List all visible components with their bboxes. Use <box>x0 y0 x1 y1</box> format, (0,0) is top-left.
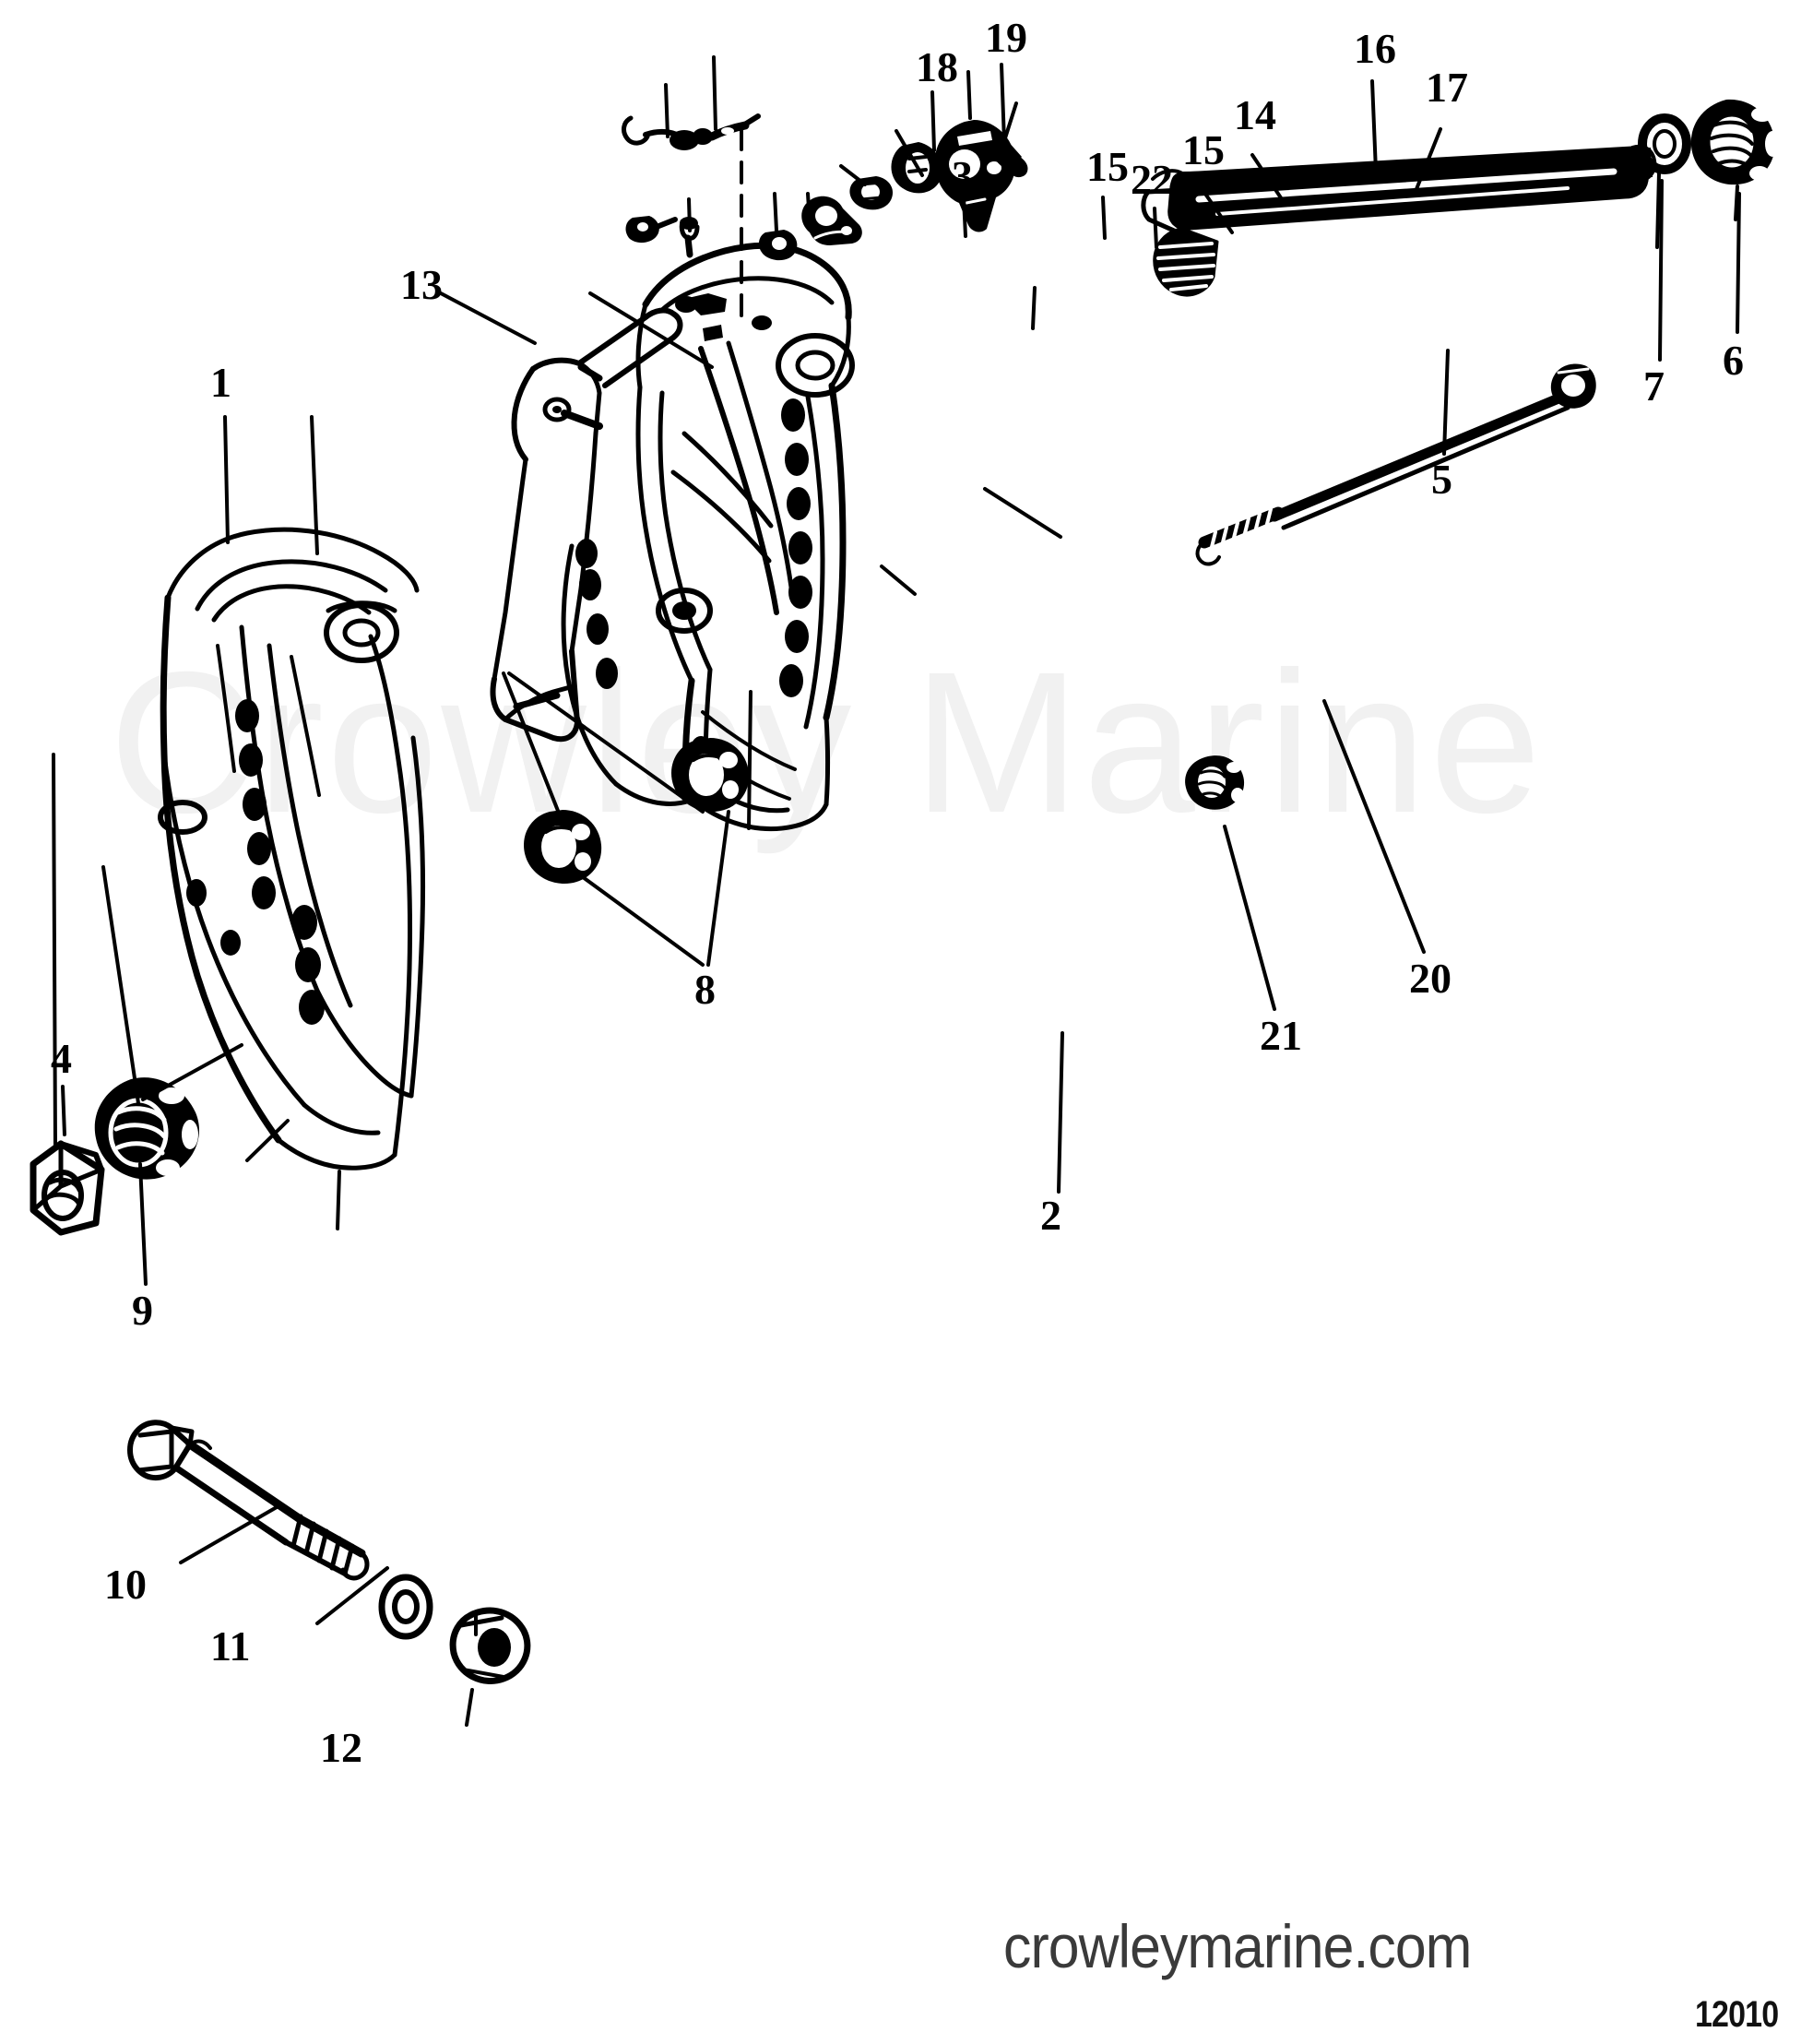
leader-15a <box>773 192 778 232</box>
leader-1 <box>223 415 230 544</box>
leader-7 <box>1655 172 1661 249</box>
leader-1-long <box>310 415 319 555</box>
part-18-19-cotter-pin-and-clip <box>622 113 761 150</box>
part-12-locknut <box>449 1607 531 1684</box>
part-10-hex-bolt <box>127 1420 370 1581</box>
leader-7-long <box>1658 179 1664 362</box>
leader-6 <box>1734 184 1739 221</box>
leader-10-long <box>179 1505 278 1564</box>
leader-6-long <box>1736 192 1741 334</box>
leader-18-long <box>930 90 936 152</box>
leader-10 <box>141 1043 243 1101</box>
callout-11: 11 <box>210 1622 251 1670</box>
callout-22: 22 <box>1131 156 1173 203</box>
leader-8a <box>502 671 562 817</box>
leader-3 <box>687 197 692 232</box>
callout-10: 10 <box>104 1561 147 1608</box>
leader-20-long <box>1322 699 1426 954</box>
leader-16-long <box>1370 79 1378 173</box>
callout-15: 15 <box>1086 143 1129 190</box>
part-1-clamp-bracket-port <box>158 527 425 1171</box>
part-8-bushing-lower <box>524 810 602 884</box>
callout-18: 18 <box>916 43 958 90</box>
leader-5 <box>1031 286 1037 330</box>
callout-leader-lines <box>52 55 1739 1230</box>
callout-5: 5 <box>1431 456 1452 503</box>
callout-9: 9 <box>132 1287 153 1334</box>
leader-15b <box>839 164 867 186</box>
leader-21 <box>880 564 917 596</box>
leader-4-long <box>61 1085 66 1136</box>
leader-8b-long <box>706 810 730 967</box>
part-11-flat-washer <box>378 1574 433 1640</box>
part-15-nut-left <box>758 230 798 261</box>
leader-2 <box>747 690 752 830</box>
watermark-text: Crowley Marine <box>109 631 1544 855</box>
callout-12: 12 <box>320 1724 362 1771</box>
part-20-through-bolt <box>1195 363 1596 566</box>
part-6-locknut <box>1690 99 1780 185</box>
callout-16: 16 <box>1354 25 1396 72</box>
callout-21: 21 <box>1260 1012 1302 1059</box>
leader-19 <box>712 55 717 131</box>
callout-2: 2 <box>1040 1192 1061 1239</box>
leader-14-long <box>1250 153 1287 207</box>
callout-4: 4 <box>51 1035 72 1082</box>
footer-website-url: crowleymarine.com <box>1003 1912 1472 1980</box>
leader-3-long <box>962 196 967 238</box>
part-4-hex-nut <box>30 1140 105 1236</box>
leader-13-long <box>588 291 714 369</box>
leader-11-long <box>315 1566 389 1625</box>
part-2-clamp-bracket-starboard <box>561 242 855 832</box>
callout-17: 17 <box>1426 64 1468 111</box>
callout-20: 20 <box>1409 955 1452 1002</box>
leader-18 <box>664 83 670 138</box>
leader-8b <box>507 671 705 814</box>
callout-7: 7 <box>1643 362 1665 410</box>
part-5-tilt-tube <box>1141 144 1657 297</box>
part-13-clamp-pad <box>490 307 683 743</box>
callout-13: 13 <box>400 261 443 308</box>
leader-21-long <box>1223 825 1276 1011</box>
part-15-nut-right <box>849 176 894 210</box>
leader-8a-long <box>577 873 705 967</box>
leader-5-long <box>1442 349 1450 456</box>
part-16-swivel-block <box>934 120 1016 232</box>
leader-13 <box>439 291 537 345</box>
leader-20 <box>983 487 1062 539</box>
callout-15b: 15 <box>1182 126 1225 173</box>
leader-11 <box>245 1119 290 1162</box>
leader-17-long <box>1413 127 1442 196</box>
part-small-lug <box>625 216 678 244</box>
part-9-locknut <box>94 1077 199 1180</box>
part-21-locknut <box>1185 755 1245 810</box>
callout-leader-lines-long <box>61 63 1741 1727</box>
leader-19-long <box>1000 63 1007 170</box>
callout-19: 19 <box>985 14 1027 61</box>
drawing-number: 12010 <box>1695 1994 1779 2035</box>
leader-9 <box>101 865 140 1105</box>
callout-8: 8 <box>694 966 716 1013</box>
leader-15a-long <box>1101 196 1107 240</box>
leader-15b-long <box>1197 183 1234 234</box>
callout-6: 6 <box>1723 337 1744 384</box>
leader-14 <box>895 129 924 177</box>
leader-22 <box>806 192 812 225</box>
callout-14: 14 <box>1234 91 1276 138</box>
leader-9-long <box>138 1162 148 1286</box>
part-22-link-plate <box>801 196 862 245</box>
part-7-washer <box>1638 113 1691 174</box>
part-8-bushing-upper <box>671 738 750 812</box>
leader-2-long <box>1057 1031 1064 1194</box>
leader-22-long <box>1153 207 1158 249</box>
leader-16 <box>966 70 972 120</box>
callout-1: 1 <box>210 359 231 406</box>
leader-4 <box>52 753 57 1149</box>
leader-12 <box>336 1170 341 1230</box>
callout-3: 3 <box>952 152 973 199</box>
leader-12-long <box>465 1688 474 1727</box>
